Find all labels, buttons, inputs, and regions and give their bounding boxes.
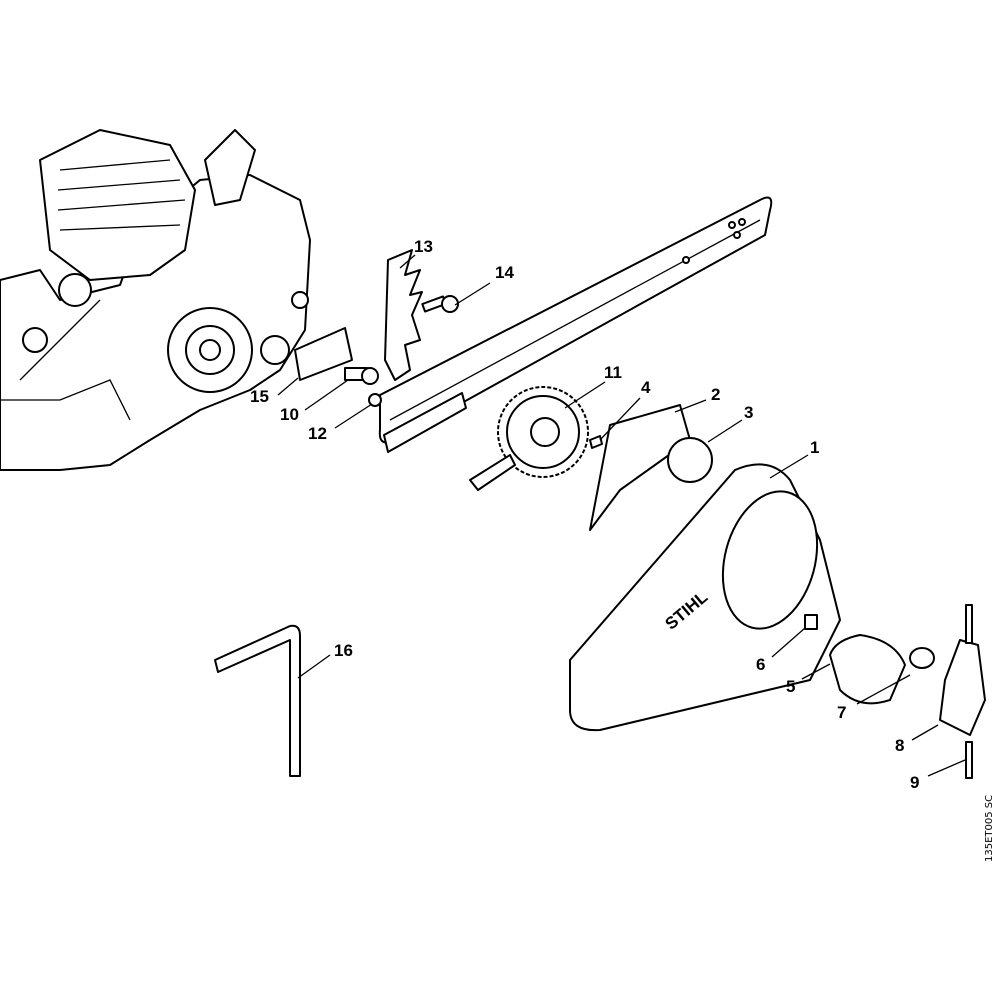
callout-8: 8: [895, 736, 904, 755]
part-15-slide: [294, 327, 353, 381]
callout-12: 12: [308, 424, 327, 443]
leader-lines: [277, 254, 966, 777]
guide-bar: [378, 196, 773, 453]
drawing-code: 135ET005 SC: [984, 795, 995, 862]
part-1-sprocket-cover: STIHL: [569, 463, 841, 732]
callout-labels: 1 2 3 4 5 6 7 8 9 10 11 12 13 14 15 16: [250, 237, 919, 792]
part-16-combination-wrench: [214, 624, 301, 777]
callout-2: 2: [711, 385, 720, 404]
callout-14: 14: [495, 263, 514, 282]
part-6-spring: [804, 614, 818, 630]
part-12-nut: [368, 393, 382, 407]
part-5-cam: [829, 634, 906, 705]
part-10-screw: [344, 367, 379, 385]
callout-15: 15: [250, 387, 269, 406]
part-2-plate: [589, 404, 691, 531]
engine-housing: [0, 129, 311, 471]
callout-5: 5: [786, 677, 795, 696]
callout-10: 10: [280, 405, 299, 424]
callout-9: 9: [910, 773, 919, 792]
part-9-pin: [965, 741, 973, 779]
part-13-tensioner-plate: [384, 249, 423, 381]
part-11-sprocket-tensioner: [469, 386, 589, 491]
part-3-knob-nut: [667, 437, 713, 483]
part-4-screw: [589, 435, 603, 449]
callout-1: 1: [810, 438, 819, 457]
callout-4: 4: [641, 378, 651, 397]
part-8-lever: [939, 639, 986, 736]
callout-11: 11: [604, 363, 622, 382]
callout-16: 16: [334, 641, 353, 660]
part-14-screw: [421, 295, 459, 313]
part-9-pin: [965, 604, 973, 644]
callout-6: 6: [756, 655, 765, 674]
callout-3: 3: [744, 403, 753, 422]
callout-13: 13: [414, 237, 433, 256]
callout-7: 7: [837, 703, 846, 722]
part-7-cap: [909, 647, 935, 669]
